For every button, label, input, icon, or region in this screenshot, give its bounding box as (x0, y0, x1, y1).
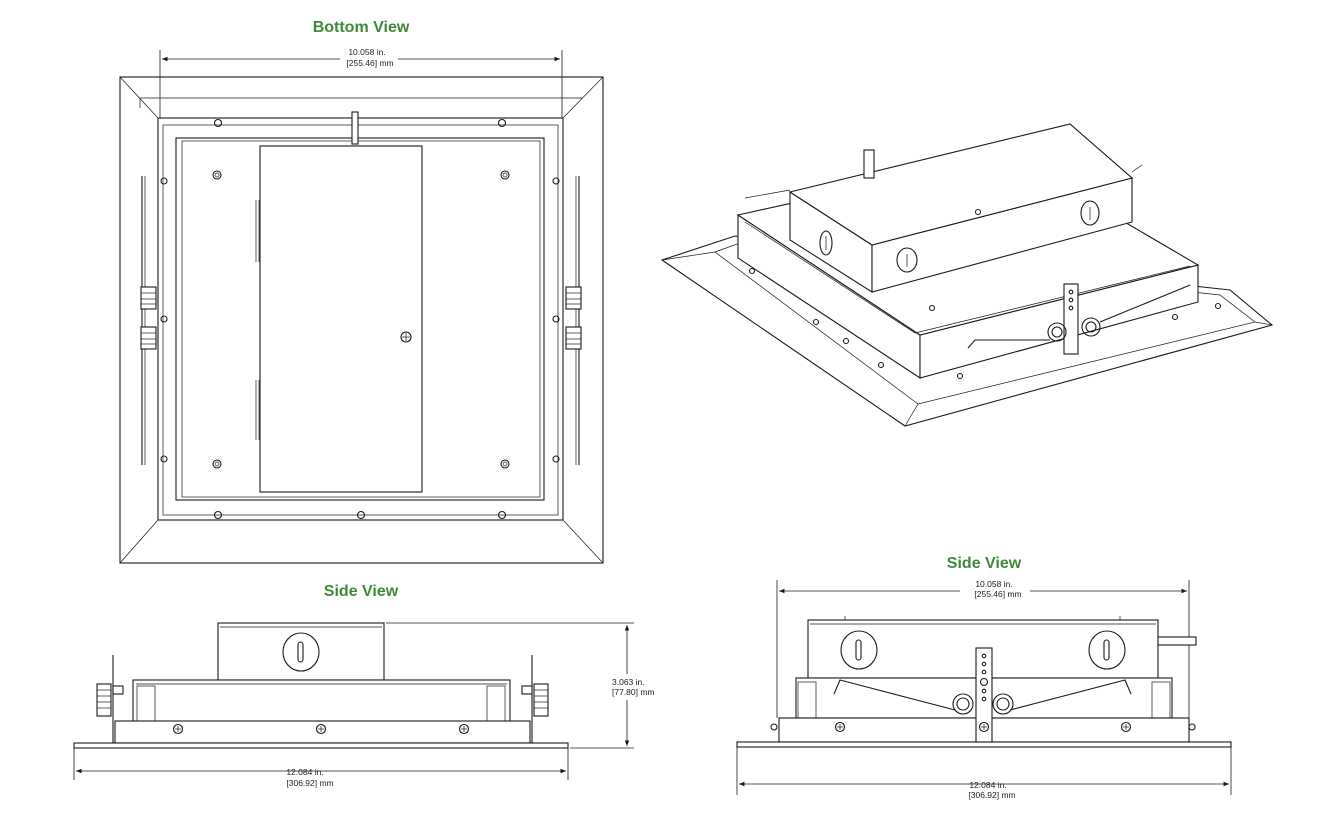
bottom-view-clips (140, 176, 582, 465)
left-side-view-title: Side View (324, 583, 399, 600)
left-side-view: Side View (73, 583, 655, 788)
left-side-body (73, 622, 569, 749)
bottom-width-mm: [255.46] mm (346, 58, 393, 68)
bottom-view-width-dimension: 10.058 in. [255.46] mm (159, 47, 563, 118)
right-bottom-in: 12.084 in. (969, 780, 1006, 790)
right-top-in: 10.058 in. (975, 579, 1012, 589)
right-side-bracket (833, 647, 1132, 743)
iso-mounting-bracket (967, 283, 1191, 355)
right-side-view: Side View 10.058 in. [255.46] mm (736, 555, 1232, 800)
right-side-view-title: Side View (947, 555, 1022, 572)
bottom-view-screws (160, 118, 560, 520)
bottom-view-trim (119, 76, 604, 564)
left-height-mm: [77.80] mm (612, 687, 655, 697)
left-width-mm: [306.92] mm (286, 778, 333, 788)
right-bottom-mm: [306.92] mm (968, 790, 1015, 800)
left-width-in: 12.084 in. (286, 767, 323, 777)
iso-junction-box (744, 123, 1143, 294)
left-height-in: 3.063 in. (612, 677, 645, 687)
bottom-view: Bottom View 10.058 in. [255.46] mm (119, 19, 604, 564)
right-top-mm: [255.46] mm (974, 589, 1021, 599)
left-width-dimension: 12.084 in. [306.92] mm (73, 748, 569, 788)
isometric-view (660, 123, 1274, 427)
left-side-springs (96, 655, 549, 743)
right-bottom-dimension: 12.084 in. [306.92] mm (736, 747, 1232, 800)
right-top-dimension: 10.058 in. [255.46] mm (776, 579, 1190, 718)
left-height-dimension: 3.063 in. [77.80] mm (386, 622, 655, 749)
bottom-view-housing (175, 111, 545, 501)
bottom-view-title: Bottom View (313, 19, 410, 36)
bottom-width-in: 10.058 in. (348, 47, 385, 57)
